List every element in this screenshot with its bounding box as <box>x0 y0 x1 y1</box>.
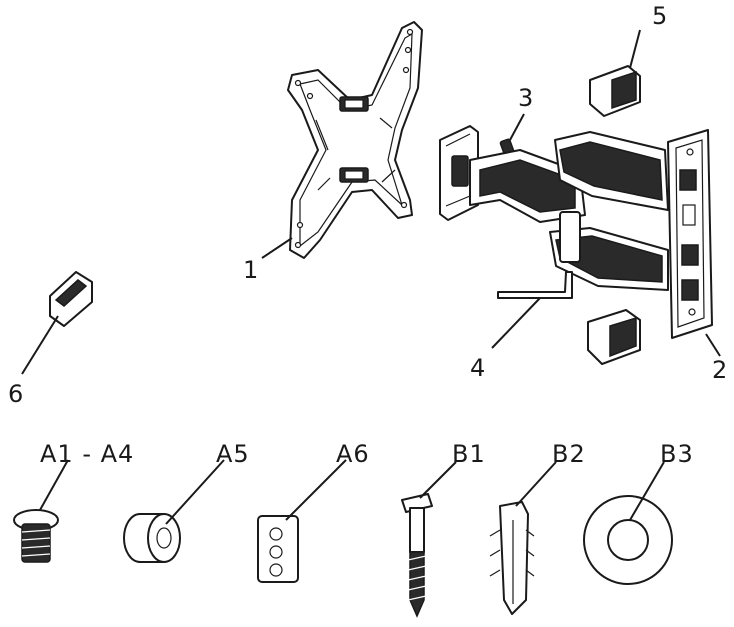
label-hw-b3: B3 <box>660 440 694 468</box>
spacer-icon: A5 <box>123 440 250 563</box>
bubble-level-icon <box>49 271 93 327</box>
label-hw-a1-a4: A1 - A4 <box>40 440 134 468</box>
cover-cap-icon <box>589 65 641 117</box>
screw-icon: A1 - A4 <box>13 440 134 563</box>
vesa-plate-icon <box>287 21 423 259</box>
wall-anchor-icon: B2 <box>489 440 586 615</box>
label-hw-b1: B1 <box>452 440 486 468</box>
label-hw-a5: A5 <box>216 440 250 468</box>
callout-5: 5 <box>629 2 668 69</box>
label-part-4: 4 <box>470 354 486 382</box>
cover-cap-lower-icon <box>587 309 641 365</box>
label-part-3: 3 <box>518 84 534 112</box>
label-part-5: 5 <box>652 2 668 30</box>
label-part-2: 2 <box>712 356 728 384</box>
label-hw-a6: A6 <box>336 440 370 468</box>
callout-4: 4 <box>470 297 541 382</box>
wall-plate-icon <box>667 129 713 339</box>
callout-1: 1 <box>243 237 293 284</box>
washer-plate-icon: A6 <box>257 440 370 583</box>
washer-icon: B3 <box>583 440 694 585</box>
label-part-1: 1 <box>243 256 259 284</box>
callout-3: 3 <box>509 84 534 141</box>
allen-key-icon <box>497 271 573 299</box>
callout-2: 2 <box>705 333 728 384</box>
callout-6: 6 <box>8 315 59 408</box>
label-part-6: 6 <box>8 380 24 408</box>
articulating-arm-icon <box>439 125 669 291</box>
lag-bolt-icon: B1 <box>401 440 486 618</box>
label-hw-b2: B2 <box>552 440 586 468</box>
